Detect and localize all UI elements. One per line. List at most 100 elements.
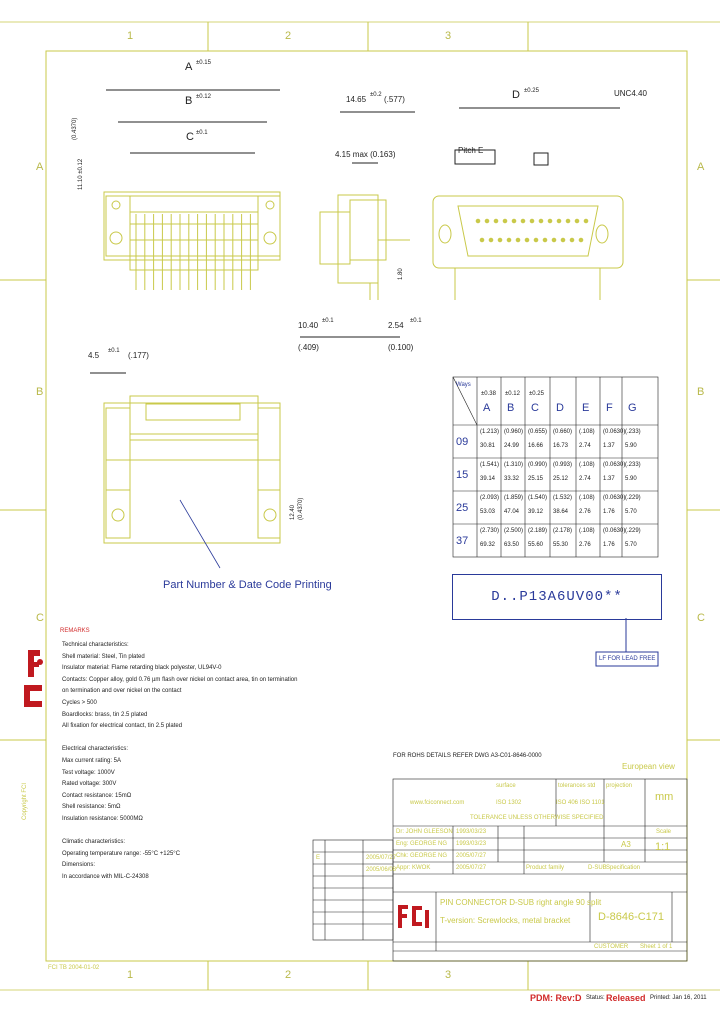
table-tolerance: ±0.12: [505, 391, 520, 397]
table-cell-inch: (.108): [579, 495, 595, 501]
iso-vals: ISO 406 ISO 1101: [556, 800, 605, 806]
table-cell-mm: 63.50: [504, 542, 520, 548]
note-line: Insulator material: Flame retarding blac…: [62, 665, 222, 672]
tolerances-std: tolerances std: [558, 783, 596, 789]
table-ways: 37: [456, 535, 469, 547]
rev-col: E: [316, 855, 321, 861]
table-cell-mm: 55.30: [553, 542, 569, 548]
drawn-by: Dr: JOHN GLEESON: [396, 829, 453, 835]
pin-contact: [556, 218, 562, 224]
chk-date: 2005/07/27: [456, 853, 487, 859]
table-cell-inch: (0.0630): [603, 528, 626, 534]
dim-side-mid: 4.15 max (0.163): [335, 150, 396, 159]
zone-top-2: 2: [285, 30, 292, 42]
pin-contact: [583, 218, 589, 224]
customer: CUSTOMER: [594, 944, 629, 950]
rev-d-date: 2005/06/08: [366, 867, 397, 873]
dim-side-right-tol: ±0.1: [410, 318, 422, 324]
table-header: A: [483, 402, 491, 414]
european-view: European view: [622, 762, 675, 771]
table-cell-inch: (.233): [625, 462, 641, 468]
note-line: Electrical characteristics:: [62, 746, 129, 753]
iso1302: ISO 1302: [496, 800, 522, 806]
dim-side-top-in: (.577): [384, 95, 405, 104]
pin-contact: [484, 218, 490, 224]
pin-contact: [506, 237, 512, 243]
table-cell-inch: (2.178): [553, 528, 573, 534]
table-cell-inch: (.108): [579, 528, 595, 534]
zone-top-1: 1: [127, 30, 134, 42]
pin-contact: [542, 237, 548, 243]
dim-left-vert-in: (0.4370): [72, 117, 78, 140]
note-line: Max current rating: 5A: [62, 758, 122, 764]
part-number-box: D..P13A6UV00**: [452, 574, 662, 620]
part-number: D..P13A6UV00**: [491, 589, 623, 605]
pin-contact: [560, 237, 566, 243]
scale-label: Scale: [656, 829, 672, 835]
table-header: C: [531, 402, 539, 414]
table-cell-inch: (2.730): [480, 528, 500, 534]
dim-d: D: [512, 89, 520, 101]
projection-label: projection: [606, 783, 633, 789]
dim-side-top-tol: ±0.2: [370, 92, 382, 98]
table-cell-mm: 5.70: [625, 509, 637, 515]
pin-contact: [578, 237, 584, 243]
dim-side-left-tol: ±0.1: [322, 318, 334, 324]
pin-contact: [524, 237, 530, 243]
dim-bottom-tol: ±0.1: [108, 348, 120, 354]
note-line: Test voltage: 1000V: [62, 769, 115, 776]
note-line: Technical characteristics:: [62, 642, 129, 648]
title-line-2: T-version: Screwlocks, metal bracket: [440, 916, 571, 925]
table-header: E: [582, 402, 590, 414]
dim-unc: UNC4.40: [614, 89, 647, 98]
pin-contact: [533, 237, 539, 243]
dim-side-top: 14.65: [346, 95, 367, 104]
dim-side-left-in: (.409): [298, 343, 319, 352]
note-line: Contacts: Copper alloy, gold 0.76 µm fla…: [62, 676, 298, 683]
table-cell-inch: (.229): [625, 528, 641, 534]
pin-contact: [565, 218, 571, 224]
dim-side-right-in: (0.100): [388, 343, 414, 352]
table-cell-inch: (0.993): [553, 462, 573, 468]
lead-free-label: LF FOR LEAD FREE: [599, 656, 656, 662]
drawn-date: 1993/03/23: [456, 829, 487, 835]
table-header: D: [556, 402, 564, 414]
table-cell-inch: (1.859): [504, 495, 524, 501]
title-line-1: PIN CONNECTOR D-SUB right angle 90 split: [440, 898, 602, 907]
eng-by: Eng: GEORGE NG: [396, 841, 448, 847]
table-cell-inch: (1.540): [528, 495, 548, 501]
note-line: on termination and over nickel on the co…: [62, 688, 182, 695]
note-line: Cycles > 500: [62, 700, 97, 706]
dim-side-right: 2.54: [388, 321, 404, 330]
pin-contact: [569, 237, 575, 243]
zone-bottom-3: 3: [445, 969, 452, 981]
zone-top-3: 3: [445, 30, 452, 42]
scale: 1:1: [655, 841, 671, 853]
note-line: Operating temperature range: -55°C +125°…: [62, 850, 181, 857]
pin-contact: [529, 218, 535, 224]
zone-bottom-1: 1: [127, 969, 134, 981]
product-family-val: D-SUB: [588, 865, 607, 871]
table-cell-inch: (.229): [625, 495, 641, 501]
units: mm: [655, 791, 674, 803]
table-cell-mm: 16.66: [528, 443, 544, 449]
table-cell-mm: 2.74: [579, 476, 591, 482]
status-value: Released: [606, 993, 646, 1003]
pin-contact: [515, 237, 521, 243]
table-ways: 15: [456, 469, 469, 481]
eng-date: 1993/03/23: [456, 841, 487, 847]
pin-contact: [520, 218, 526, 224]
table-tolerance: ±0.38: [481, 391, 496, 397]
dim-a: A: [185, 61, 193, 73]
pin-contact: [493, 218, 499, 224]
pin-contact: [475, 218, 481, 224]
table-cell-inch: (2.093): [480, 495, 500, 501]
table-cell-mm: 24.99: [504, 443, 520, 449]
table-cell-mm: 25.15: [528, 476, 544, 482]
table-cell-mm: 39.12: [528, 509, 544, 515]
table-tolerance: ±0.25: [529, 391, 544, 397]
table-header-ways: Ways: [456, 382, 471, 388]
product-family-label: Product family: [526, 865, 565, 871]
dim-b: B: [185, 95, 193, 107]
